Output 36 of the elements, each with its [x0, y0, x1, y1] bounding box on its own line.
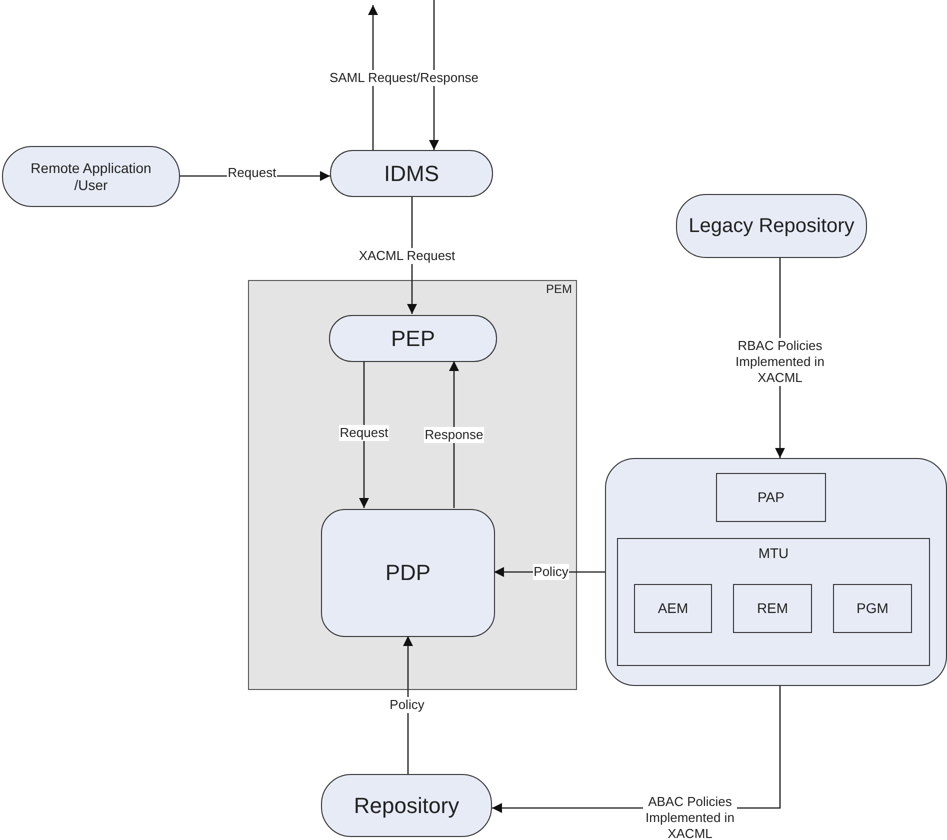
- node-label: PEP: [390, 326, 436, 352]
- node-label: Legacy Repository: [688, 214, 854, 238]
- arrow: [403, 636, 413, 774]
- node-label: AEM: [658, 600, 688, 617]
- node-label: MTU: [758, 545, 789, 562]
- node-label: PDP: [385, 560, 431, 586]
- edge-label: XACML Request: [358, 248, 456, 264]
- rounded-process-box: [330, 150, 493, 197]
- node-label: Remote Application /User: [30, 160, 152, 193]
- node-label: IDMS: [384, 160, 439, 186]
- process-box: [617, 538, 930, 666]
- process-box: [733, 584, 812, 633]
- edge-label: Request: [338, 424, 390, 442]
- rounded-process-box: [329, 315, 497, 362]
- process-box: [716, 473, 826, 522]
- edge-label: Response: [424, 426, 484, 444]
- rounded-process-box: [321, 774, 492, 837]
- node-label: PAP: [758, 489, 784, 506]
- edge-label: SAML Request/Response: [328, 70, 480, 86]
- process-box: [634, 584, 712, 633]
- rounded-process-box: [676, 194, 867, 258]
- arrow: [449, 361, 459, 508]
- arrow: [359, 361, 369, 508]
- process-box: [833, 584, 912, 633]
- arrow: [368, 5, 378, 150]
- rounded-box: [321, 509, 495, 637]
- edge-label: Policy: [388, 696, 426, 714]
- node-label: Repository: [354, 792, 460, 818]
- arrow: [429, 0, 439, 150]
- node-label: PGM: [856, 600, 888, 617]
- group-label: PEM: [546, 283, 572, 297]
- edge-label: Policy: [532, 564, 570, 580]
- group-panel: [248, 280, 577, 690]
- node-label: REM: [756, 600, 788, 617]
- rounded-box: [605, 458, 947, 686]
- edge-label: ABAC Policies Implemented in XACML: [643, 794, 737, 840]
